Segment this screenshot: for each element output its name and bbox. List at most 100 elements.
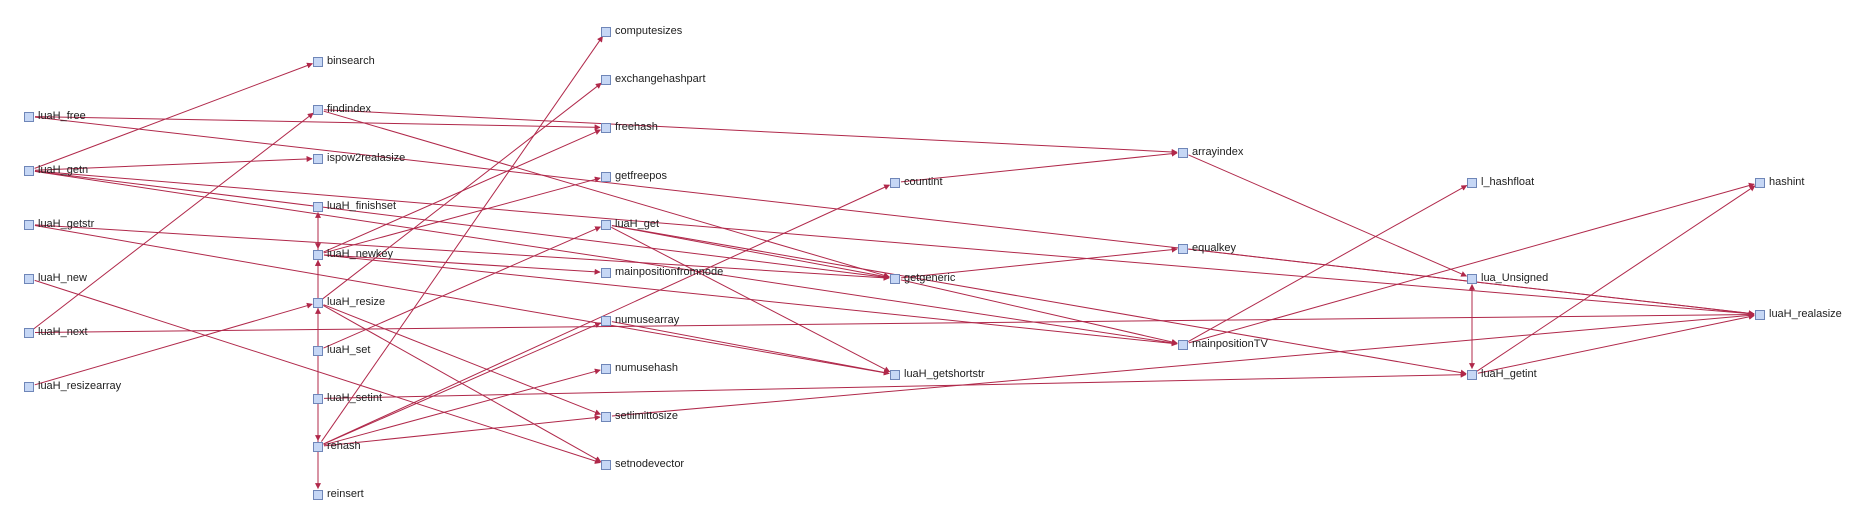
node-luaH_setint[interactable]: luaH_setint [313, 393, 382, 404]
function-node-icon [1467, 177, 1477, 188]
node-lua_Unsigned[interactable]: lua_Unsigned [1467, 273, 1548, 284]
function-node-icon [313, 441, 323, 452]
call-edge-luaH_resizearray-to-luaH_resize [34, 302, 313, 386]
function-node-icon [313, 201, 323, 212]
function-node-icon [601, 267, 611, 278]
node-luaH_new[interactable]: luaH_new [24, 273, 87, 284]
node-ispow2realasize[interactable]: ispow2realasize [313, 153, 405, 164]
node-binsearch[interactable]: binsearch [313, 56, 375, 67]
call-edge-setlimittosize-to-luaH_realasize [611, 312, 1755, 417]
call-edge-luaH_getn-to-ispow2realasize [34, 155, 313, 171]
call-edge-findindex-to-getgeneric [323, 110, 890, 279]
call-edge-luaH_resize-to-setlimittosize [323, 304, 601, 416]
node-label: rehash [327, 440, 361, 452]
node-luaH_resize[interactable]: luaH_resize [313, 297, 385, 308]
node-label: luaH_getint [1481, 368, 1537, 380]
function-node-icon [24, 273, 34, 284]
call-edge-luaH_getint-to-hashint [1476, 185, 1756, 372]
node-l_hashfloat[interactable]: l_hashfloat [1467, 177, 1534, 188]
node-numusehash[interactable]: numusehash [601, 363, 678, 374]
node-hashint[interactable]: hashint [1755, 177, 1804, 188]
function-node-icon [313, 393, 323, 404]
node-arrayindex[interactable]: arrayindex [1178, 147, 1243, 158]
node-freehash[interactable]: freehash [601, 122, 658, 133]
call-edge-findindex-to-arrayindex [323, 109, 1178, 155]
function-node-icon [601, 219, 611, 230]
node-equalkey[interactable]: equalkey [1178, 243, 1236, 254]
node-luaH_finishset[interactable]: luaH_finishset [313, 201, 396, 212]
call-edge-luaH_getint-to-luaH_realasize [1477, 313, 1755, 374]
node-exchangehashpart[interactable]: exchangehashpart [601, 74, 706, 85]
node-label: l_hashfloat [1481, 176, 1535, 188]
function-node-icon [24, 219, 34, 230]
function-node-icon [890, 273, 900, 284]
call-edge-luaH_getn-to-mainpositionTV [34, 170, 1178, 346]
function-node-icon [1467, 273, 1477, 284]
call-edge-luaH_getn-to-getgeneric [34, 170, 890, 281]
call-edge-luaH_getn-to-luaH_realasize [34, 170, 1755, 317]
function-node-icon [24, 327, 34, 338]
node-luaH_resizearray[interactable]: luaH_resizearray [24, 381, 121, 392]
node-label: luaH_finishset [327, 200, 397, 212]
call-edge-luaH_get-to-luaH_getshortstr [611, 226, 891, 373]
function-node-icon [313, 489, 323, 500]
node-luaH_realasize[interactable]: luaH_realasize [1755, 309, 1842, 320]
call-edge-luaH_newkey-to-mainpositionfromnode [323, 254, 601, 275]
node-label: luaH_getn [38, 164, 89, 176]
node-label: lua_Unsigned [1481, 272, 1549, 284]
function-node-icon [601, 459, 611, 470]
call-edge-luaH_get-to-getgeneric [611, 225, 890, 280]
node-luaH_free[interactable]: luaH_free [24, 111, 86, 122]
node-luaH_get[interactable]: luaH_get [601, 219, 659, 230]
call-edge-luaH_next-to-findindex [33, 112, 314, 330]
function-node-icon [601, 74, 611, 85]
call-edge-getgeneric-to-equalkey [900, 246, 1178, 279]
node-label: exchangehashpart [615, 73, 706, 85]
node-mainpositionfromnode[interactable]: mainpositionfromnode [601, 267, 723, 278]
node-luaH_getn[interactable]: luaH_getn [24, 165, 88, 176]
node-label: setnodevector [615, 458, 685, 470]
call-edge-getgeneric-to-mainpositionTV [900, 279, 1178, 345]
node-setlimittosize[interactable]: setlimittosize [601, 411, 678, 422]
call-edge-luaH_next-to-luaH_realasize [34, 311, 1755, 333]
node-reinsert[interactable]: reinsert [313, 489, 364, 500]
node-label: luaH_newkey [327, 248, 394, 260]
node-computesizes[interactable]: computesizes [601, 26, 682, 37]
node-mainpositionTV[interactable]: mainpositionTV [1178, 339, 1268, 350]
function-node-icon [313, 249, 323, 260]
node-countint[interactable]: countint [890, 177, 943, 188]
node-getfreepos[interactable]: getfreepos [601, 171, 667, 182]
call-edge-luaH_setint-to-luaH_getint [323, 371, 1467, 399]
function-node-icon [1178, 243, 1188, 254]
node-luaH_getshortstr[interactable]: luaH_getshortstr [890, 369, 985, 380]
call-edge-numusearray-to-luaH_getshortstr [611, 321, 890, 376]
node-label: countint [904, 176, 943, 188]
function-node-icon [601, 315, 611, 326]
call-edge-rehash-to-setlimittosize [323, 414, 601, 447]
node-numusearray[interactable]: numusearray [601, 315, 679, 326]
node-luaH_getint[interactable]: luaH_getint [1467, 369, 1537, 380]
call-edge-luaH_set-to-luaH_get [323, 226, 602, 349]
node-setnodevector[interactable]: setnodevector [601, 459, 684, 470]
function-node-icon [1755, 177, 1765, 188]
node-findindex[interactable]: findindex [313, 104, 371, 115]
node-label: mainpositionfromnode [615, 266, 724, 278]
node-luaH_newkey[interactable]: luaH_newkey [313, 249, 393, 260]
function-node-icon [890, 369, 900, 380]
node-label: findindex [327, 103, 372, 115]
node-luaH_next[interactable]: luaH_next [24, 327, 88, 338]
node-label: arrayindex [1192, 146, 1244, 158]
node-rehash[interactable]: rehash [313, 441, 361, 452]
node-label: freehash [615, 121, 658, 133]
node-luaH_set[interactable]: luaH_set [313, 345, 370, 356]
function-node-icon [601, 363, 611, 374]
node-label: numusehash [615, 362, 678, 374]
node-getgeneric[interactable]: getgeneric [890, 273, 955, 284]
function-node-icon [313, 297, 323, 308]
call-edge-luaH_newkey-to-getfreepos [323, 176, 601, 254]
node-luaH_getstr[interactable]: luaH_getstr [24, 219, 94, 230]
function-node-icon [313, 153, 323, 164]
call-edge-mainpositionTV-to-l_hashfloat [1187, 184, 1468, 343]
